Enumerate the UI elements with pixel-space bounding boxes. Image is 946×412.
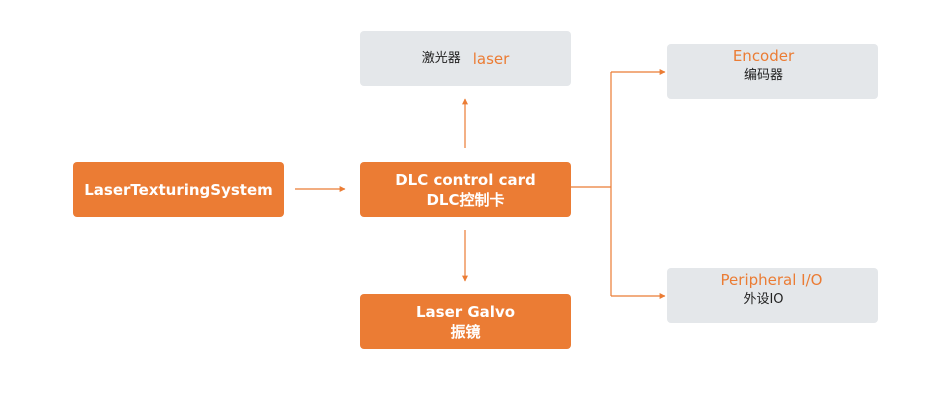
node-encoder: Encoder 编码器 bbox=[667, 44, 878, 99]
node-dlc-label-en: DLC control card bbox=[395, 170, 536, 189]
node-galvo-label-zh: 振镜 bbox=[450, 322, 481, 341]
node-laser-label-zh: 激光器 bbox=[421, 50, 461, 66]
node-encoder-label-en: Encoder bbox=[732, 47, 795, 65]
node-io-label-zh: 外设IO bbox=[743, 292, 784, 307]
node-dlc-label-zh: DLC控制卡 bbox=[426, 190, 505, 209]
node-laser-label-row: 激光器 laser bbox=[422, 49, 510, 69]
node-laser-texturing-system: LaserTexturingSystem bbox=[73, 162, 284, 217]
node-galvo-label-en: Laser Galvo bbox=[415, 302, 516, 321]
node-io-label-en: Peripheral I/O bbox=[720, 271, 823, 289]
node-laser-galvo: Laser Galvo 振镜 bbox=[360, 294, 571, 349]
node-dlc-control-card: DLC control card DLC控制卡 bbox=[360, 162, 571, 217]
node-peripheral-io: Peripheral I/O 外设IO bbox=[667, 268, 878, 323]
node-laser: 激光器 laser bbox=[360, 31, 571, 86]
node-system-label: LaserTexturingSystem bbox=[84, 180, 273, 199]
node-encoder-label-zh: 编码器 bbox=[743, 68, 783, 83]
node-laser-label-en: laser bbox=[472, 49, 510, 68]
